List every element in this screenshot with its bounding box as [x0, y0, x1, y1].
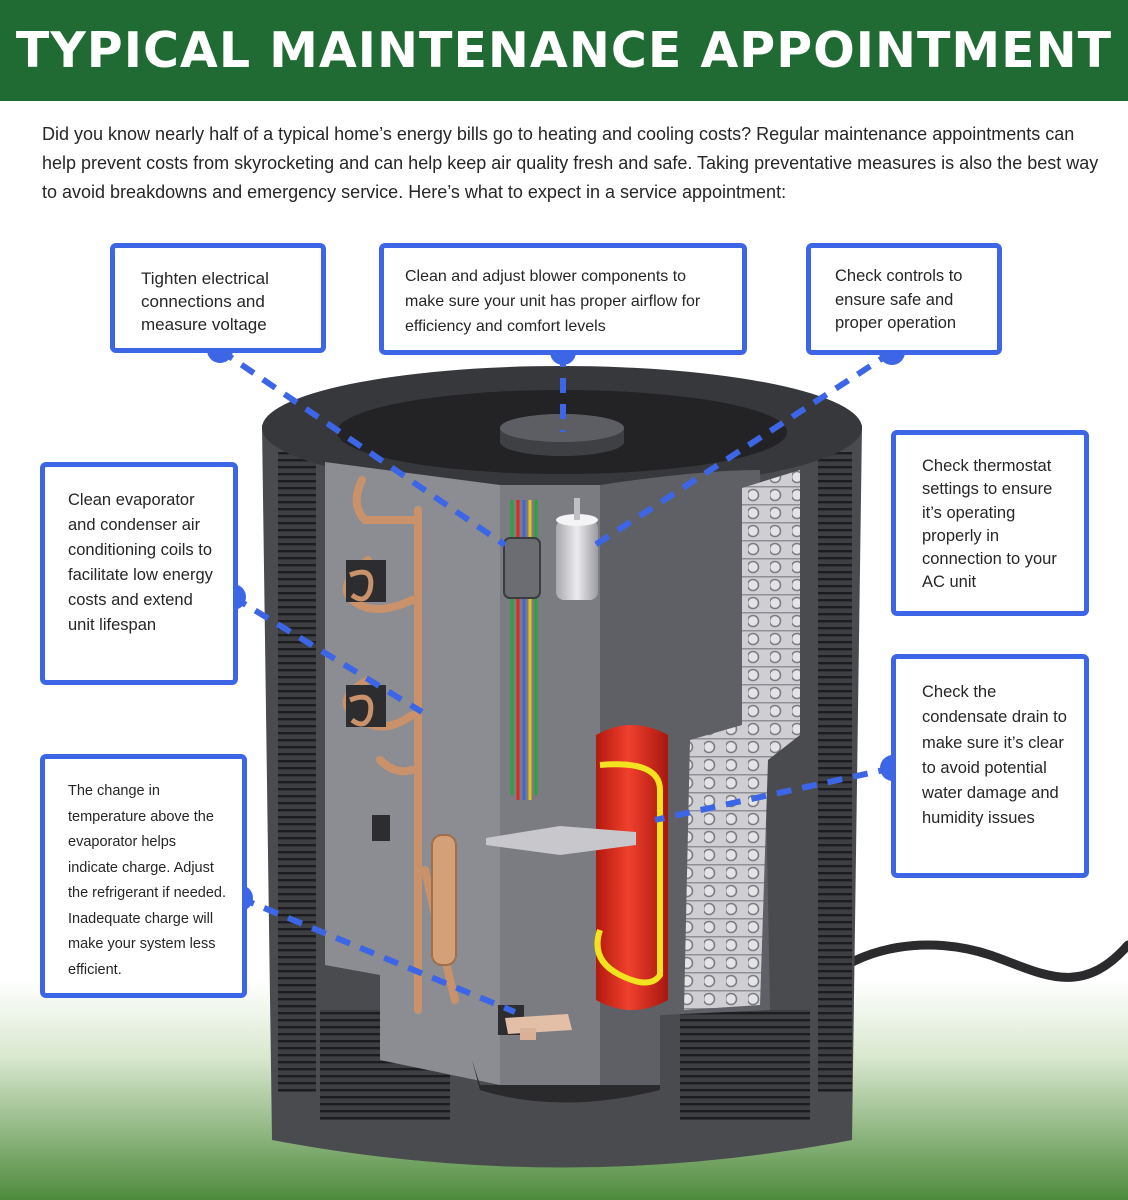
callout-blower-text: Clean and adjust blower components to ma…	[405, 268, 701, 335]
callout-drain: Check the condensate drain to make sure …	[891, 654, 1089, 878]
front-grille-right	[680, 1010, 810, 1120]
power-cord	[815, 940, 1128, 990]
wire-connector	[503, 537, 541, 599]
callout-electrical: Tighten electrical connections and measu…	[110, 243, 326, 353]
intro-paragraph: Did you know nearly half of a typical ho…	[42, 124, 1099, 202]
leader-lines	[218, 347, 894, 1015]
condenser-coil	[684, 470, 800, 1010]
callout-drain-text: Check the condensate drain to make sure …	[922, 683, 1067, 828]
right-grille	[818, 452, 852, 1092]
callout-coils-text: Clean evaporator and condenser air condi…	[68, 491, 213, 634]
callout-controls: Check controls to ensure safe and proper…	[806, 243, 1002, 355]
shelf-plate	[486, 826, 636, 855]
callout-controls-text: Check controls to ensure safe and proper…	[835, 267, 963, 332]
capacitor	[556, 520, 598, 600]
callout-thermostat: Check thermostat settings to ensure it’s…	[891, 430, 1089, 616]
callout-refrigerant-text: The change in temperature above the evap…	[68, 783, 226, 978]
compressor	[596, 725, 668, 1010]
page-title: TYPICAL MAINTENANCE APPOINTMENT	[15, 22, 1113, 79]
callout-electrical-text: Tighten electrical connections and measu…	[141, 269, 269, 334]
left-grille	[278, 452, 316, 1092]
filter-drier	[431, 834, 457, 966]
title-banner: TYPICAL MAINTENANCE APPOINTMENT	[0, 0, 1128, 101]
callout-thermostat-text: Check thermostat settings to ensure it’s…	[922, 457, 1057, 592]
callout-blower: Clean and adjust blower components to ma…	[379, 243, 747, 355]
callout-refrigerant: The change in temperature above the evap…	[40, 754, 247, 998]
callout-coils: Clean evaporator and condenser air condi…	[40, 462, 238, 685]
